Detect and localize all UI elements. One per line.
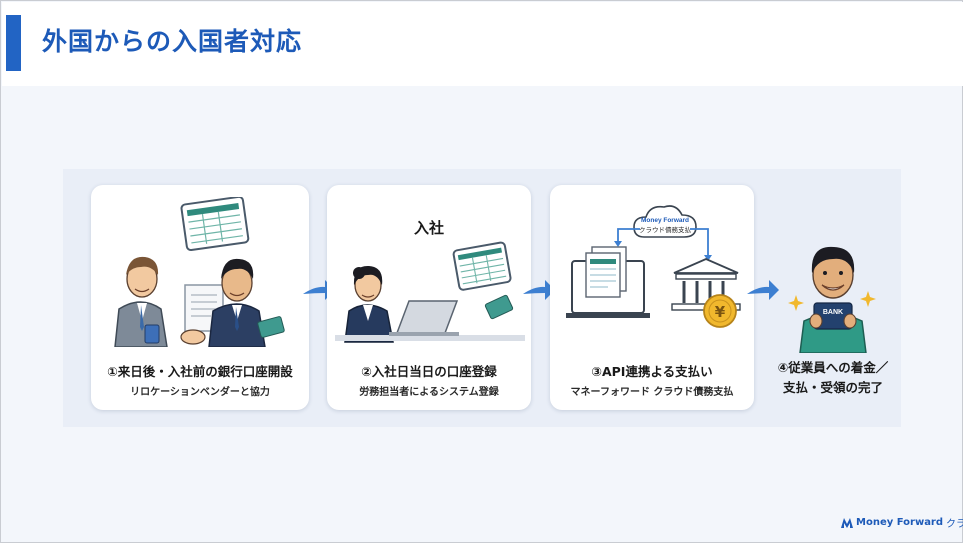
cloud-label-line2: クラウド債務支払: [639, 225, 692, 234]
step-card-3: Money Forward クラウド債務支払: [550, 185, 754, 410]
step-3-subtitle: マネーフォワード クラウド債務支払: [570, 387, 734, 398]
step-2-subtitle: 労務担当者によるシステム登録: [359, 387, 499, 398]
money-forward-logo-icon: [841, 517, 853, 528]
slide-title: 外国からの入国者対応: [42, 27, 303, 56]
step-1-subtitle: リロケーションベンダーと協力: [130, 387, 270, 398]
yen-coin-symbol: ¥: [715, 303, 726, 321]
cloud-icon: [633, 205, 697, 238]
step-3-title: ③API連携よる支払い: [591, 364, 713, 379]
bank-card-text: BANK: [823, 309, 843, 316]
step-4-title: ④従業員への着金／ 支払・受領の完了: [765, 358, 901, 398]
step-1-title: ①来日後・入社前の銀行口座開設: [107, 364, 293, 379]
handshake-illustration: [114, 197, 285, 347]
logo-suffix: クラウド: [946, 519, 963, 530]
step-card-2: 入社: [327, 185, 531, 410]
step-2-title: ②入社日当日の口座登録: [361, 364, 497, 379]
cloud-label-line1: Money Forward: [641, 217, 689, 224]
arrow-right-icon: [747, 280, 779, 300]
payment-flow-illustration: Money Forward クラウド債務支払: [566, 205, 741, 328]
step-4-title-line2: 支払・受領の完了: [782, 380, 883, 395]
office-worker-illustration: [335, 241, 525, 343]
logo-text: Money Forward: [856, 517, 944, 528]
slide-header: 外国からの入国者対応: [2, 2, 963, 86]
step-4-title-line1: ④従業員への着金／: [777, 360, 889, 375]
step-2-caption: 入社: [413, 219, 444, 237]
arrow-right-icon: [523, 280, 555, 300]
money-forward-logo: Money Forward クラウド: [841, 515, 963, 530]
happy-employee-illustration: BANK: [788, 246, 876, 353]
header-accent-bar: [6, 15, 21, 71]
step-card-1: ①来日後・入社前の銀行口座開設 リロケーションベンダーと協力: [91, 185, 309, 410]
yen-coin-icon: [703, 294, 737, 328]
